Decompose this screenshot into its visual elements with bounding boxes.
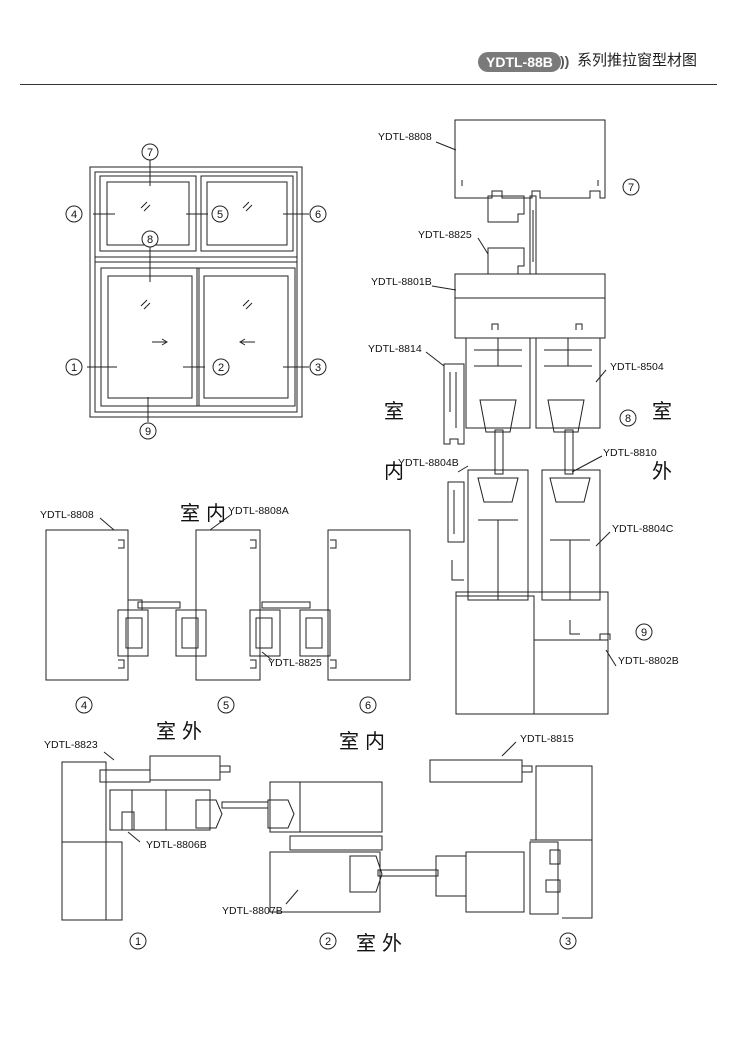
code-8808a: YDTL-8808A: [228, 505, 289, 517]
profile-code-labels: YDTL-8808 YDTL-8825 YDTL-8801B YDTL-8814…: [40, 131, 679, 917]
code-8801b: YDTL-8801B: [371, 276, 432, 288]
label-room-vertical: 室: [384, 399, 404, 423]
callout-6-section: [359, 696, 377, 714]
code-8815: YDTL-8815: [520, 733, 574, 745]
callout-3-elev: [309, 358, 327, 376]
badge-arrows: )): [560, 53, 570, 69]
code-8504: YDTL-8504: [610, 361, 664, 373]
callout-4-elev: [65, 205, 83, 223]
code-8804c: YDTL-8804C: [612, 523, 674, 535]
code-8808-vertical: YDTL-8808: [378, 131, 432, 143]
header-divider: [20, 84, 717, 85]
callout-1-elev: [65, 358, 83, 376]
svg-text:5: 5: [217, 209, 223, 221]
code-8825-horizontal: YDTL-8825: [268, 657, 322, 669]
svg-text:4: 4: [81, 700, 87, 712]
callout-8-elev: [141, 230, 159, 248]
label-outside-vertical: 外: [652, 459, 672, 483]
code-8807b: YDTL-8807B: [222, 905, 283, 917]
callout-numbers: 7 4 5 6 8 1 2 3 9 7 8 9 4 5 6 1 2 3: [71, 147, 647, 948]
code-8823: YDTL-8823: [44, 739, 98, 751]
callout-5-elev: [211, 205, 229, 223]
callout-2-section: [319, 932, 337, 950]
svg-text:9: 9: [641, 627, 647, 639]
svg-text:6: 6: [365, 700, 371, 712]
svg-text:3: 3: [565, 936, 571, 948]
svg-text:5: 5: [223, 700, 229, 712]
svg-text:6: 6: [315, 209, 321, 221]
svg-text:8: 8: [625, 413, 631, 425]
page-header: YDTL-88B )) 系列推拉窗型材图: [0, 0, 737, 90]
code-8806b: YDTL-8806B: [146, 839, 207, 851]
callout-7-section: [622, 178, 640, 196]
svg-text:7: 7: [147, 147, 153, 159]
window-elevation: [87, 160, 309, 422]
vertical-section: [425, 119, 617, 715]
series-badge: YDTL-88B: [478, 52, 561, 72]
callout-1-section: [129, 932, 147, 950]
callout-2-elev: [212, 358, 230, 376]
svg-text:2: 2: [218, 362, 224, 374]
svg-text:8: 8: [147, 234, 153, 246]
callout-9-section: [635, 623, 653, 641]
code-8804b: YDTL-8804B: [398, 457, 459, 469]
label-outdoor-456: 室外: [156, 719, 208, 743]
code-8810: YDTL-8810: [603, 447, 657, 459]
callout-6-elev: [309, 205, 327, 223]
code-8814: YDTL-8814: [368, 343, 422, 355]
label-indoor-123: 室内: [339, 729, 391, 753]
code-8802b: YDTL-8802B: [618, 655, 679, 667]
callout-circles: [65, 143, 653, 950]
svg-text:1: 1: [71, 362, 77, 374]
code-8808-horizontal: YDTL-8808: [40, 509, 94, 521]
page-title: 系列推拉窗型材图: [577, 52, 698, 69]
callout-9-elev: [139, 422, 157, 440]
svg-text:4: 4: [71, 209, 77, 221]
room-labels: 室 内 室 外 室内 室外 室内 室外: [156, 399, 672, 955]
section-1-2-3: [61, 741, 593, 921]
callout-3-section: [559, 932, 577, 950]
label-room-vertical-outer: 室: [652, 399, 672, 423]
label-outdoor-123: 室外: [356, 931, 408, 955]
svg-text:2: 2: [325, 936, 331, 948]
svg-text:9: 9: [145, 426, 151, 438]
callout-8-section: [619, 409, 637, 427]
svg-text:1: 1: [135, 936, 141, 948]
svg-text:7: 7: [628, 182, 634, 194]
label-indoor-456: 室内: [180, 501, 232, 525]
svg-text:3: 3: [315, 362, 321, 374]
label-inside-vertical: 内: [384, 459, 404, 483]
section-4-5-6: [45, 513, 411, 681]
callout-4-section: [75, 696, 93, 714]
callout-5-section: [217, 696, 235, 714]
code-8825-vertical: YDTL-8825: [418, 229, 472, 241]
callout-7-elev: [141, 143, 159, 161]
